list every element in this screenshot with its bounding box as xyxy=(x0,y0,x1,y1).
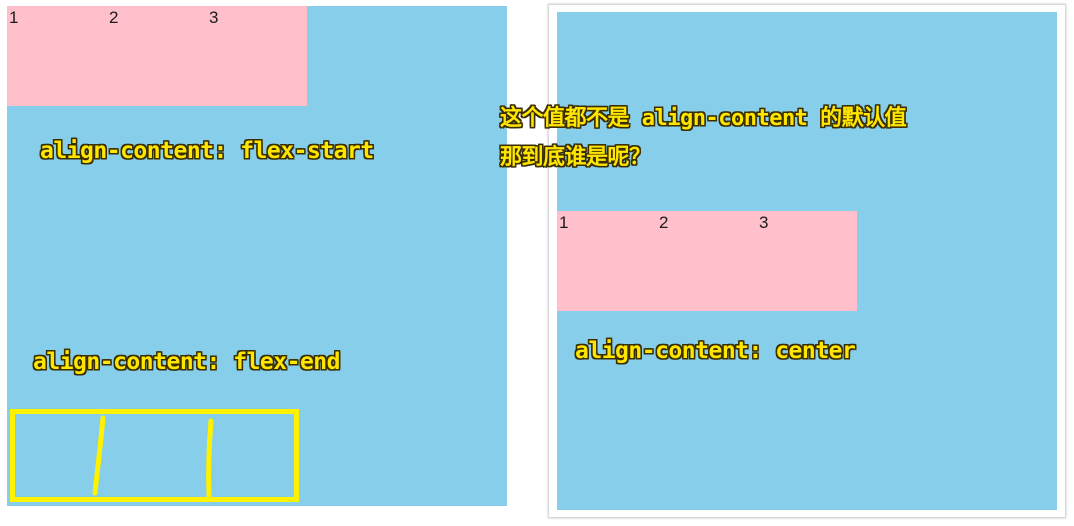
item-number: 1 xyxy=(559,213,569,232)
flex-item-3: 3 xyxy=(207,6,307,106)
item-number: 2 xyxy=(109,8,119,27)
question-line-2: 那到底谁是呢？ xyxy=(500,145,651,170)
item-number: 1 xyxy=(9,8,19,27)
flex-container-right: 1 2 3 xyxy=(557,12,1057,510)
item-number: 3 xyxy=(759,213,769,232)
item-number: 3 xyxy=(209,8,219,27)
question-line-1: 这个值都不是 align-content 的默认值 xyxy=(500,106,907,131)
item-number: 2 xyxy=(659,213,669,232)
flex-start-row: 1 2 3 xyxy=(7,6,307,106)
divider-stroke-2 xyxy=(206,418,214,500)
label-flex-end: align-content: flex-end xyxy=(33,349,341,375)
flex-item-1: 1 xyxy=(7,6,107,106)
divider-stroke-1 xyxy=(92,415,106,496)
center-row: 1 2 3 xyxy=(557,211,857,311)
flex-item-2: 2 xyxy=(657,211,757,311)
label-center: align-content: center xyxy=(575,338,856,364)
flex-container-left: 1 2 3 xyxy=(7,6,507,506)
flex-item-3: 3 xyxy=(757,211,857,311)
flex-end-highlight-box xyxy=(10,409,299,502)
flex-item-2: 2 xyxy=(107,6,207,106)
flex-item-1: 1 xyxy=(557,211,657,311)
label-flex-start: align-content: flex-start xyxy=(40,138,374,164)
